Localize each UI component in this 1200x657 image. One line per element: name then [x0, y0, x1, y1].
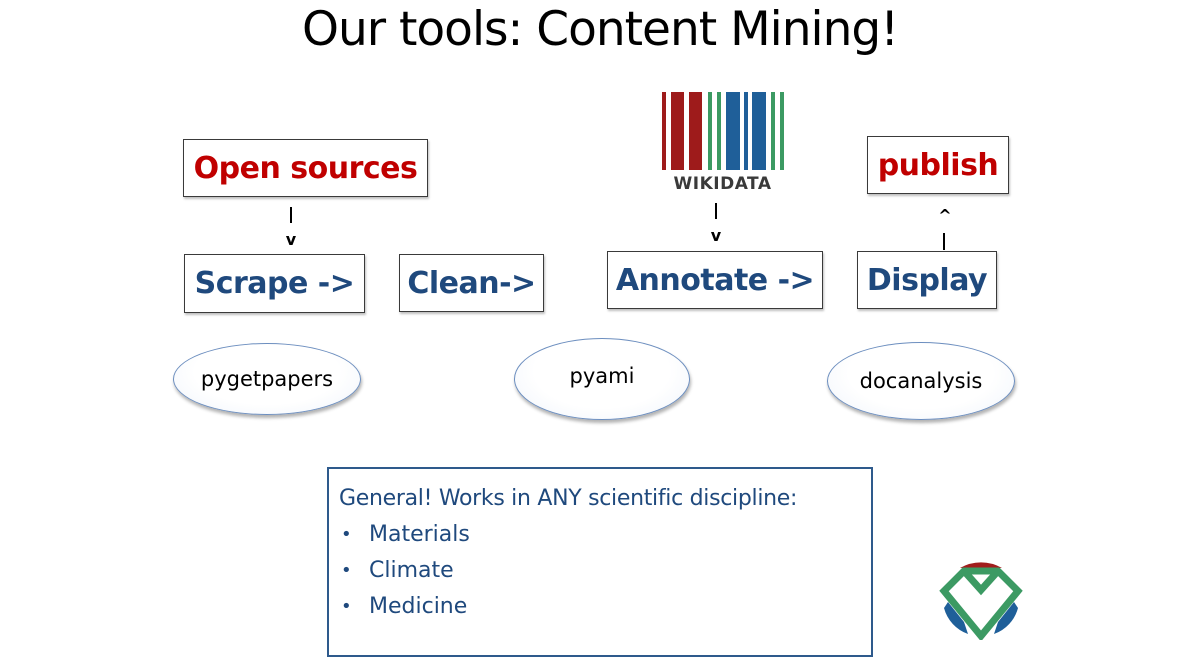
- wikidata-label: WIKIDATA: [673, 174, 772, 194]
- bullet-icon: •: [341, 524, 352, 545]
- tool-ellipse-docanalysis: docanalysis: [827, 342, 1015, 420]
- open-sources-box: Open sources: [183, 139, 428, 197]
- discipline-item: • Medicine: [339, 589, 871, 625]
- scrape-label: Scrape ->: [194, 266, 355, 301]
- tool-label-docanalysis: docanalysis: [859, 369, 983, 393]
- discipline-item: • Climate: [339, 553, 871, 589]
- annotate-box: Annotate ->: [607, 251, 823, 309]
- arrow-open-to-scrape-head: v: [285, 230, 297, 249]
- arrow-display-to-publish-line: [943, 233, 945, 250]
- discipline-item: • Materials: [339, 517, 871, 553]
- arrow-display-to-publish-head: ^: [938, 206, 952, 225]
- disciplines-list: • Materials • Climate • Medicine: [339, 517, 871, 625]
- display-label: Display: [866, 262, 988, 298]
- discipline-label: Medicine: [369, 594, 468, 619]
- wikidata-barcode-icon: [662, 92, 784, 170]
- contentmine-gem-icon: [939, 562, 1023, 642]
- tool-ellipse-pygetpapers: pygetpapers: [173, 343, 361, 415]
- arrow-wikidata-to-annotate-head: v: [710, 226, 722, 245]
- tool-ellipse-pyami: pyami: [514, 338, 690, 420]
- disciplines-box: General! Works in ANY scientific discipl…: [327, 467, 873, 657]
- wikidata-logo: WIKIDATA: [655, 88, 790, 198]
- clean-label: Clean->: [407, 265, 536, 301]
- annotate-label: Annotate ->: [615, 262, 815, 298]
- bullet-icon: •: [341, 560, 352, 581]
- discipline-label: Materials: [369, 522, 470, 547]
- scrape-box: Scrape ->: [184, 254, 365, 313]
- tool-label-pyami: pyami: [569, 364, 635, 388]
- clean-box: Clean->: [399, 254, 544, 312]
- arrow-open-to-scrape-line: [290, 207, 292, 223]
- publish-box: publish: [867, 136, 1009, 194]
- tool-label-pygetpapers: pygetpapers: [200, 367, 334, 391]
- slide-title: Our tools: Content Mining!: [301, 2, 899, 57]
- contentmine-logo: [938, 556, 1024, 642]
- discipline-label: Climate: [369, 558, 454, 583]
- arrow-wikidata-to-annotate-line: [715, 203, 717, 219]
- display-box: Display: [857, 251, 997, 309]
- disciplines-heading: General! Works in ANY scientific discipl…: [339, 486, 798, 511]
- open-sources-label: Open sources: [193, 150, 418, 186]
- bullet-icon: •: [341, 596, 352, 617]
- publish-label: publish: [877, 147, 999, 183]
